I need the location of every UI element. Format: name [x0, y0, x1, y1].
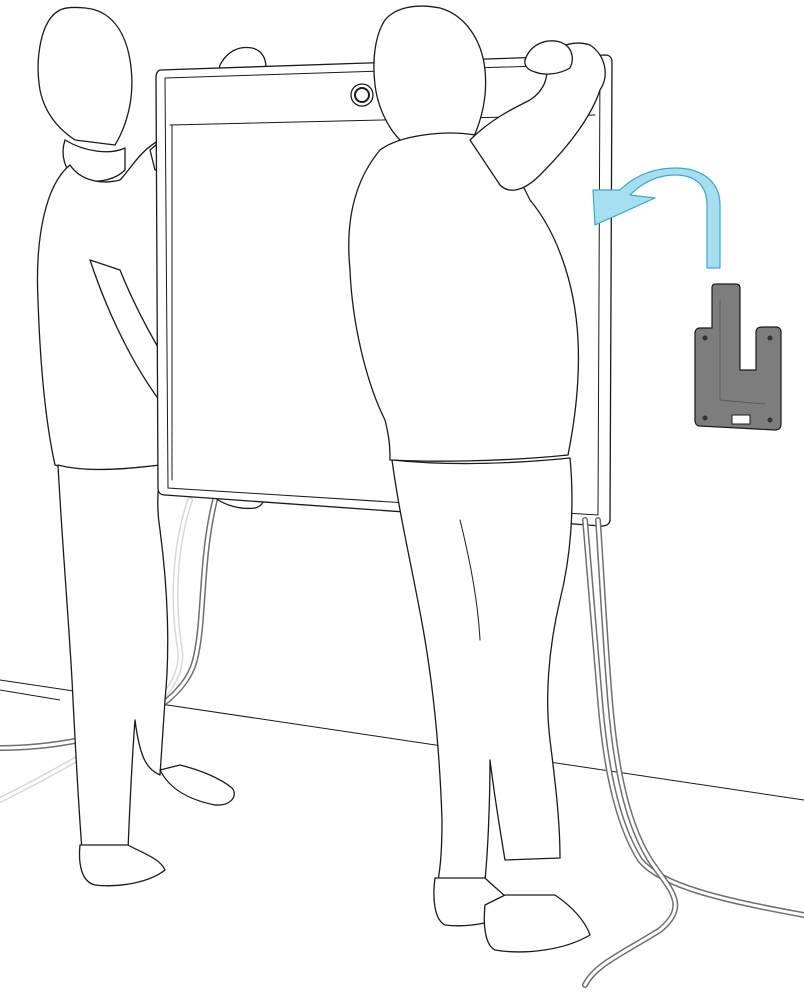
camera-lens-icon	[351, 84, 373, 106]
cable-right-dark	[585, 520, 804, 985]
wall-bracket-icon	[695, 284, 781, 430]
